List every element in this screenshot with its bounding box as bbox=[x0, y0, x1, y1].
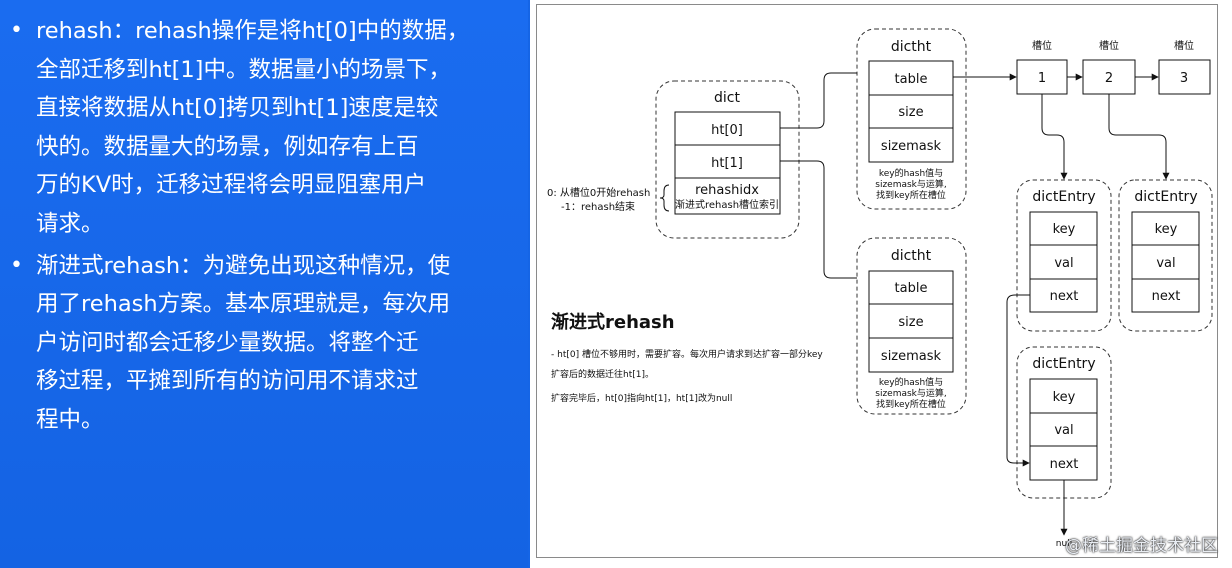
dict-entry-key: key bbox=[1155, 222, 1178, 237]
dict-title: dict bbox=[714, 90, 740, 106]
dictht-field-box bbox=[868, 303, 954, 339]
dictht-top-table: table bbox=[895, 72, 928, 87]
slot-value: 3 bbox=[1180, 71, 1188, 86]
rehashidx-note-line: 0: 从槽位0开始rehash bbox=[547, 186, 650, 199]
dictht-field-box bbox=[868, 337, 954, 373]
dict-entry-val: val bbox=[1054, 256, 1073, 271]
rehash-diagram: dict ht[0] ht[1] rehashidx 渐进式rehash槽位索引… bbox=[547, 28, 1213, 549]
slot-box bbox=[1082, 59, 1136, 95]
dict-field-box bbox=[674, 144, 781, 179]
dictht-field-box bbox=[868, 270, 954, 305]
slot-value: 2 bbox=[1105, 71, 1113, 86]
dict-entry-key: key bbox=[1053, 222, 1076, 237]
arrow-slot1-entry bbox=[1041, 94, 1068, 180]
bullet-line: 直接将数据从ht[0]拷贝到ht[1]速度是较 bbox=[36, 95, 439, 122]
dict-entry-field-box bbox=[1029, 378, 1098, 414]
dict-entry-field-box bbox=[1029, 445, 1098, 481]
bullet-line: 移过程，平摊到所有的访问用不请求过 bbox=[36, 368, 419, 395]
dict-entry-field-box bbox=[1131, 278, 1200, 313]
dictht-top-note: 找到key所在槽位 bbox=[876, 189, 946, 201]
bullet-dot-icon: • bbox=[10, 18, 23, 43]
dict-entry-field-box bbox=[1131, 211, 1200, 246]
dict-field-box bbox=[674, 111, 781, 146]
dict-entry-title: dictEntry bbox=[1032, 356, 1095, 372]
dict-entry-next: next bbox=[1050, 457, 1079, 472]
diagram-frame: dict ht[0] ht[1] rehashidx 渐进式rehash槽位索引… bbox=[536, 4, 1218, 558]
bullet-progressive-rehash: • 渐进式rehash：为避免出现这种情况，使 用了rehash方案。基本原理就… bbox=[10, 247, 500, 440]
dictht-top-title: dictht bbox=[891, 39, 932, 55]
section-title: 渐进式rehash bbox=[551, 311, 675, 333]
dict-field-rehashidx: rehashidx bbox=[695, 183, 759, 198]
bullet-rehash: • rehash：rehash操作是将ht[0]中的数据， 全部迁移到ht[1]… bbox=[10, 12, 500, 244]
bullet-line: 快的。数据量大的场景，例如存有上百 bbox=[36, 133, 419, 160]
section-note-line: 扩容后的数据迁往ht[1]。 bbox=[551, 368, 654, 380]
rehashidx-note-line: -1：rehash结束 bbox=[561, 200, 635, 213]
arrow-next-entry3 bbox=[1006, 294, 1030, 467]
dictht-field-box bbox=[868, 127, 954, 163]
section-note-line: - ht[0] 槽位不够用时，需要扩容。每次用户请求到达扩容一部分key bbox=[551, 348, 823, 360]
dict-entry-val: val bbox=[1054, 423, 1073, 438]
bullet-line: 户访问时都会迁移少量数据。将整个迁 bbox=[36, 329, 419, 356]
dictht-bottom-size: size bbox=[898, 315, 923, 330]
dictht-bottom-title: dictht bbox=[891, 248, 932, 264]
dictht-bottom-note: key的hash值与 bbox=[879, 376, 943, 388]
dict-entry-field-box bbox=[1131, 244, 1200, 280]
dict-field-ht1: ht[1] bbox=[711, 156, 743, 171]
dictht-top-note: key的hash值与 bbox=[879, 167, 943, 179]
dictht-field-box bbox=[868, 94, 954, 129]
dict-entry-key: key bbox=[1053, 390, 1076, 405]
bullet-line: 渐进式rehash：为避免出现这种情况，使 bbox=[36, 252, 451, 279]
dictht-bottom-table: table bbox=[895, 281, 928, 296]
dict-rehashidx-subnote: 渐进式rehash槽位索引 bbox=[675, 198, 779, 211]
dict-entry-title: dictEntry bbox=[1134, 189, 1197, 205]
slot-box bbox=[1158, 59, 1211, 95]
slot-label: 槽位 bbox=[1032, 39, 1052, 52]
dict-field-box bbox=[674, 177, 781, 215]
slot-label: 槽位 bbox=[1174, 39, 1194, 52]
dictht-bottom-note: 找到key所在槽位 bbox=[876, 398, 946, 410]
dict-entry-next: next bbox=[1152, 289, 1181, 304]
section-note-line: 扩容完毕后，ht[0]指向ht[1]，ht[1]改为null bbox=[551, 392, 732, 404]
dict-container bbox=[655, 80, 800, 239]
dict-entry-val: val bbox=[1156, 256, 1175, 271]
dict-entry-next: next bbox=[1050, 289, 1079, 304]
bullet-line: 用了rehash方案。基本原理就是，每次用 bbox=[36, 291, 451, 318]
dictht-top-sizemask: sizemask bbox=[881, 139, 942, 154]
dictht-bottom-sizemask: sizemask bbox=[881, 349, 942, 364]
connector-ht0-dictht bbox=[780, 72, 857, 129]
dictht-top-note: sizemask与运算, bbox=[875, 178, 947, 190]
arrow-slot2-entry bbox=[1108, 94, 1170, 180]
bullet-line: 请求。 bbox=[36, 210, 104, 237]
slot-value: 1 bbox=[1038, 71, 1046, 86]
null-label: null bbox=[1056, 539, 1072, 549]
note-brace bbox=[659, 184, 670, 212]
dictht-top-size: size bbox=[898, 105, 923, 120]
left-text-panel: • rehash：rehash操作是将ht[0]中的数据， 全部迁移到ht[1]… bbox=[0, 0, 528, 568]
dictht-bottom-note: sizemask与运算, bbox=[875, 387, 947, 399]
bullet-line: 程中。 bbox=[36, 406, 104, 433]
bullet-line: rehash：rehash操作是将ht[0]中的数据， bbox=[36, 18, 470, 44]
dict-entry-field-box bbox=[1029, 412, 1098, 447]
dict-entry-field-box bbox=[1029, 244, 1098, 280]
dict-entry-title: dictEntry bbox=[1032, 189, 1095, 205]
dict-entry-container bbox=[1118, 179, 1213, 332]
site-watermark: @稀土掘金技术社区 bbox=[1065, 536, 1218, 556]
dict-entry-container bbox=[1016, 179, 1112, 332]
bullet-list: • rehash：rehash操作是将ht[0]中的数据， 全部迁移到ht[1]… bbox=[10, 12, 500, 443]
dictht-bottom-container bbox=[856, 237, 967, 415]
dictht-top-container bbox=[856, 28, 967, 210]
bullet-line: 万的KV时，迁移过程将会明显阻塞用户 bbox=[36, 172, 427, 199]
dict-field-ht0: ht[0] bbox=[711, 123, 743, 138]
slot-label: 槽位 bbox=[1099, 39, 1119, 52]
bullet-line: 全部迁移到ht[1]中。数据量小的场景下， bbox=[36, 56, 451, 83]
connector-ht1-dictht bbox=[780, 160, 857, 279]
bullet-dot-icon: • bbox=[10, 252, 23, 278]
